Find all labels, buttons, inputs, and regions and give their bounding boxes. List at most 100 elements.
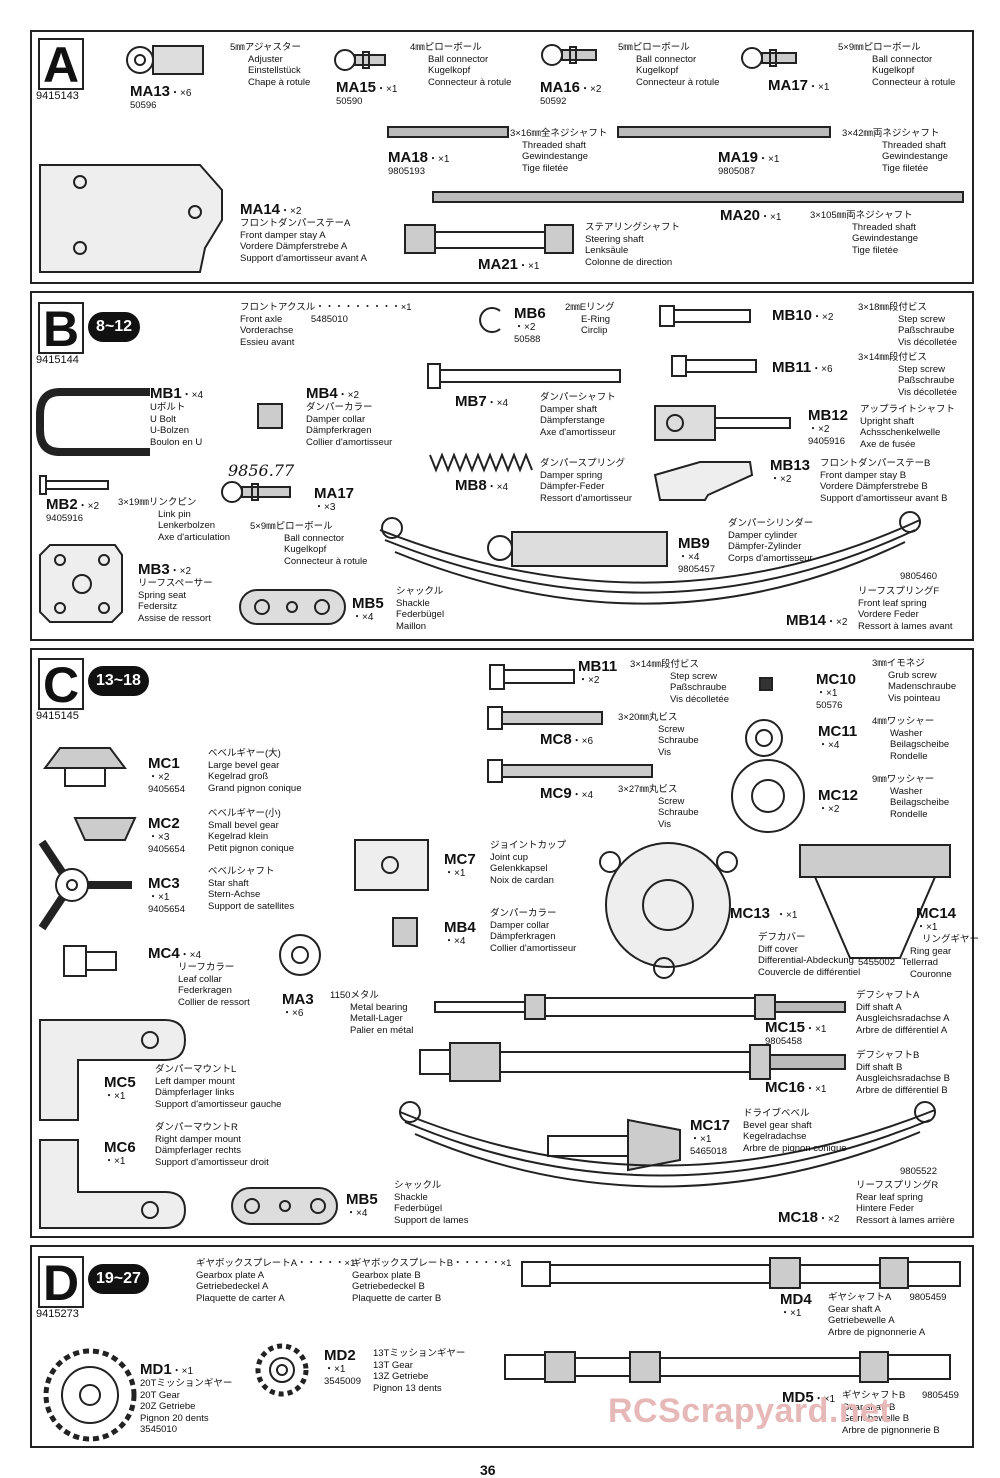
large-bevel-gear-drawing <box>43 747 127 769</box>
threaded-shaft-42-drawing <box>617 126 831 138</box>
star-shaft-drawing <box>38 839 132 931</box>
part-ma17-id: MA17・×1 <box>768 77 830 94</box>
part-mc7-id: MC7・×1 <box>444 851 476 880</box>
part-mb7-id: MB7・×4 <box>455 393 509 410</box>
damper-shaft-drawing <box>427 363 621 389</box>
upright-shaft-drawing <box>654 405 791 441</box>
part-mc16-id: MC16・×1 <box>765 1079 827 1096</box>
part-mc5-id: MC5・×1 <box>104 1074 136 1103</box>
ball-connector-drawing-1 <box>334 49 386 71</box>
part-mc18-id: MC18・×2 <box>778 1209 840 1226</box>
threaded-shaft-105-drawing <box>432 191 964 203</box>
section-a-letter: A <box>38 38 84 90</box>
part-mc9-id: MC9・×4 <box>540 785 594 802</box>
ball-connector-b-drawing <box>221 481 291 503</box>
front-leaf-spring-drawing <box>379 511 921 605</box>
section-a-code: 9415143 <box>36 90 79 102</box>
washer-4-drawing <box>745 719 783 757</box>
section-c-panel <box>30 648 974 1238</box>
part-md4-id: MD4・×1 <box>780 1291 812 1320</box>
adjuster-drawing <box>126 45 204 75</box>
diff-shaft-a-drawing <box>434 994 846 1020</box>
leaf-collar-drawing <box>63 945 117 977</box>
part-ma21-id: MA21・×1 <box>478 256 540 273</box>
section-c-letter: C <box>38 658 84 710</box>
part-mb5c-id: MB5・×4 <box>346 1191 378 1220</box>
ring-gear-drawing <box>799 844 951 959</box>
step-screw-c-drawing <box>489 664 575 690</box>
threaded-shaft-16-drawing <box>387 126 509 138</box>
part-mc18-num: 9805522 <box>900 1166 937 1177</box>
section-c-steps: 13~18 <box>88 666 149 696</box>
shackle-drawing <box>239 589 346 625</box>
section-a-panel <box>30 30 974 284</box>
diff-shaft-b-drawing <box>419 1042 846 1082</box>
part-mc6-id: MC6・×1 <box>104 1139 136 1168</box>
gear-shaft-b-drawing <box>504 1351 951 1383</box>
part-mb5-id: MB5・×4 <box>352 595 384 624</box>
part-md5-id: MD5・×1 <box>782 1389 836 1406</box>
small-bevel-gear-drawing <box>73 817 137 841</box>
e-ring-drawing <box>479 307 501 333</box>
step-screw-18-drawing <box>659 305 751 327</box>
gear-shaft-a-drawing <box>521 1257 961 1289</box>
spring-seat-drawing <box>39 544 123 623</box>
part-ma20-id: MA20・×1 <box>720 207 782 224</box>
part-mc12-id: MC12・×2 <box>818 787 859 816</box>
part-mb11c-id: MB11・×2 <box>578 658 618 687</box>
damper-stay-b-drawing <box>653 461 754 501</box>
metal-bearing-drawing <box>279 934 321 976</box>
